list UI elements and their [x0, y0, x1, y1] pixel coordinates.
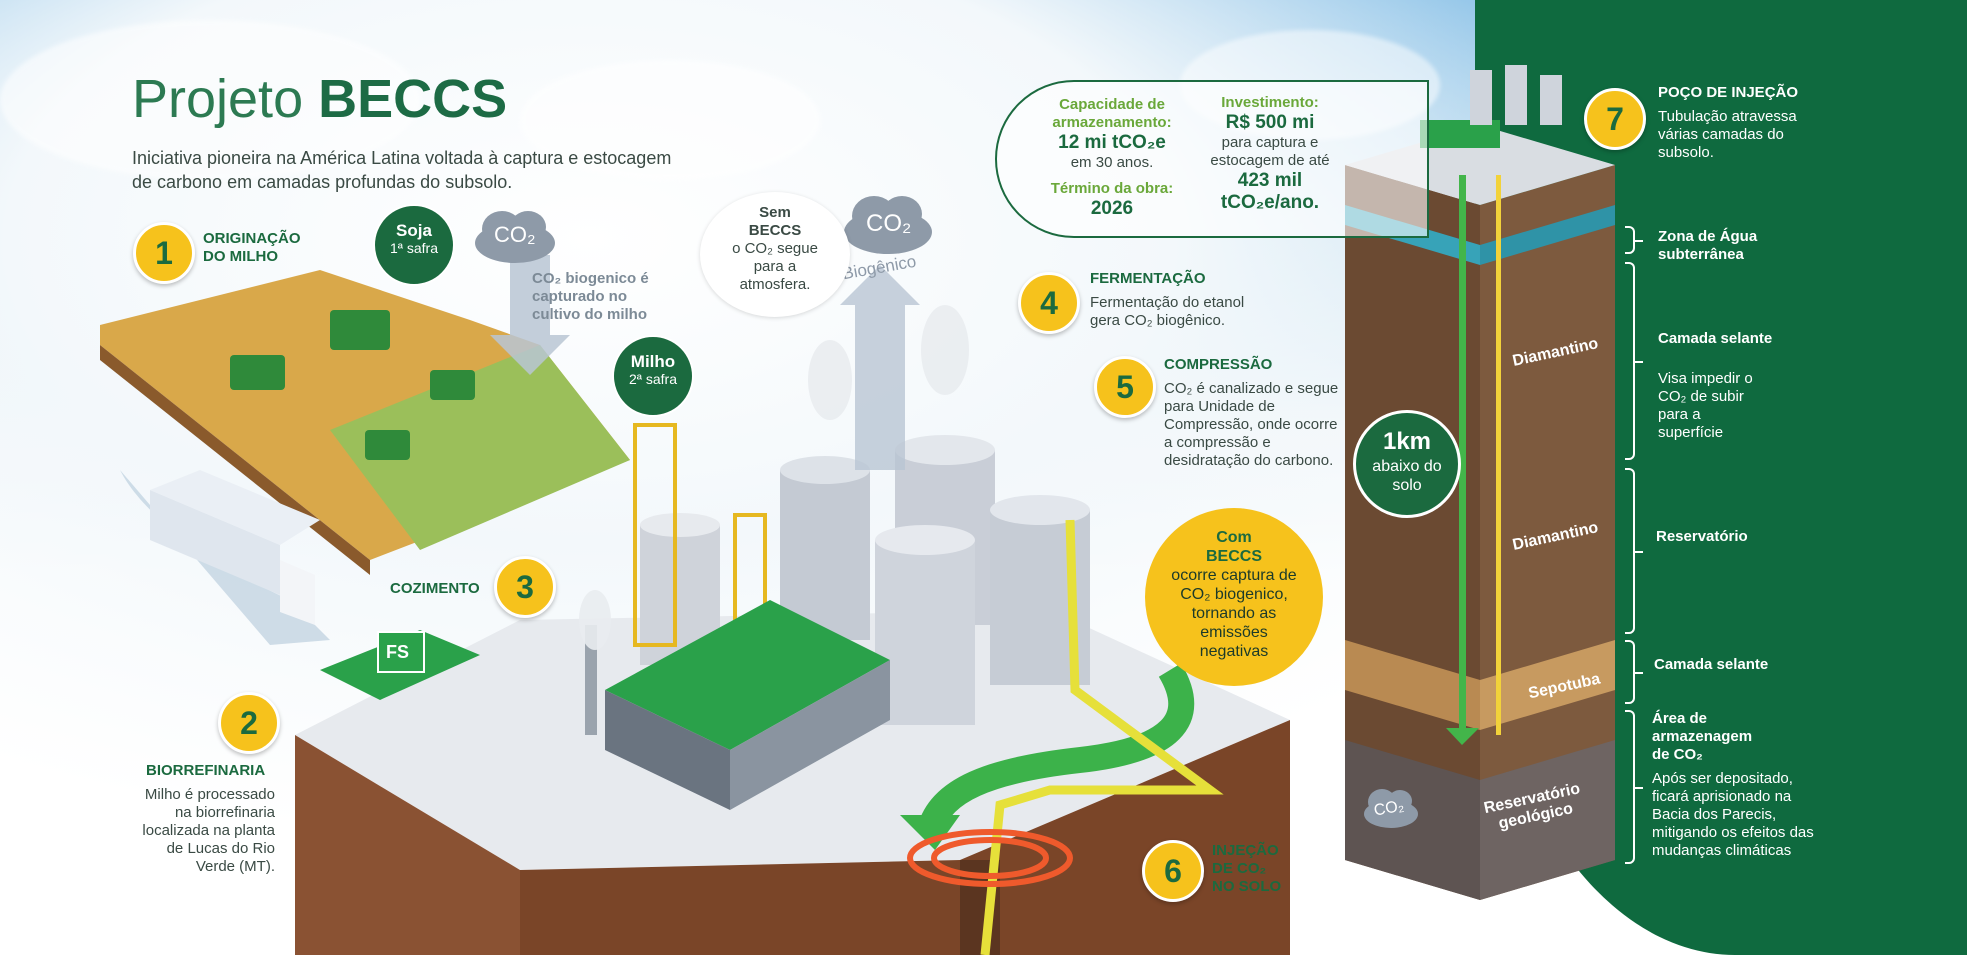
bracket-seal2	[1625, 640, 1643, 704]
plant-soil-left	[295, 735, 520, 955]
green-flow-arrow-head	[900, 815, 960, 850]
step-2-title: BIORREFINARIA	[146, 762, 266, 779]
cloud	[520, 60, 820, 180]
co2-upward-arrow	[840, 265, 920, 470]
label-water: Zona de Água subterrânea	[1658, 228, 1758, 263]
label-seal2: Camada selante	[1654, 656, 1769, 673]
monitoring-pipe	[1496, 175, 1501, 735]
investment-value2: 423 mil tCO₂e/ano.	[1220, 170, 1320, 213]
soja-bubble: Soja 1ª safra	[373, 204, 455, 286]
end-value: 2026	[1090, 198, 1134, 219]
water-layer-side	[1480, 205, 1615, 265]
capacity-label: Capacidade de armazenamento:	[1052, 96, 1172, 131]
biogenic-cloud-icon	[844, 196, 932, 254]
sem-beccs-bubble: Sem BECCS o CO₂ segue para a atmosfera.	[700, 192, 850, 317]
biogenic-cloud-label: CO₂	[866, 210, 912, 237]
investment-sub: para captura e estocagem de até	[1210, 134, 1330, 169]
co2-cloud-caption: CO₂ biogenico é capturado no cultivo do …	[532, 270, 649, 323]
depth-badge: 1km abaixo do solo	[1353, 410, 1461, 518]
step-4-title: FERMENTAÇÃO	[1090, 270, 1206, 287]
tractors	[230, 310, 475, 460]
reservoir-side	[1480, 740, 1615, 900]
label-seal-title: Camada selante	[1658, 330, 1773, 347]
capacity-value: 12 mi tCO₂e	[1058, 132, 1166, 153]
step-6-badge: 6	[1142, 840, 1204, 902]
step-1-badge: 1	[133, 222, 195, 284]
injection-rings	[907, 829, 1073, 887]
depth-text: abaixo do solo	[1372, 458, 1442, 494]
com-beccs-line3: ocorre captura de CO₂ biogenico, tornand…	[1171, 567, 1297, 660]
co2-cloud-label: CO₂	[494, 222, 536, 247]
step-7-title: POÇO DE INJEÇÃO	[1658, 84, 1799, 101]
end-label: Término da obra:	[1050, 180, 1174, 197]
well-surface-facility	[1420, 65, 1562, 148]
step-4-badge: 4	[1018, 272, 1080, 334]
page-subtitle: Iniciativa pioneira na América Latina vo…	[132, 148, 672, 192]
step-7-badge: 7	[1584, 88, 1646, 150]
planted-field	[330, 345, 630, 550]
step-1-title: ORIGINAÇÃO DO MILHO	[203, 230, 301, 265]
truck-road-arrow	[120, 470, 330, 645]
main-building-roof	[605, 600, 890, 750]
title-thin: Projeto	[132, 69, 304, 129]
step-2-badge: 2	[218, 692, 280, 754]
main-building-base	[605, 690, 730, 810]
step-3-badge: 3	[494, 556, 556, 618]
green-flow-arrow	[917, 663, 1195, 835]
smoke	[579, 305, 969, 650]
soja-safra: 1ª safra	[390, 240, 438, 256]
step-3-title: COZIMENTO	[390, 580, 480, 597]
co2-downward-arrow	[490, 255, 570, 375]
depth-value: 1km	[1382, 428, 1432, 455]
injection-pipe-arrow	[1446, 728, 1479, 745]
milho-bubble: Milho 2ª safra	[612, 335, 694, 417]
investment-block: Investimento: R$ 500 mi para captura e e…	[1195, 94, 1345, 214]
step-5-title: COMPRESSÃO	[1164, 356, 1273, 373]
step-4-text: Fermentação do etanol gera CO₂ biogênico…	[1090, 294, 1245, 329]
plant-soil-right	[520, 720, 1290, 955]
co2-cloud-icon	[475, 211, 555, 263]
label-seal-text: Visa impedir o CO₂ de subir para a super…	[1658, 370, 1753, 441]
step-2-text: Milho é processado na biorrefinaria loca…	[142, 786, 275, 875]
label-storage-title: Área de armazenagem de CO₂	[1652, 710, 1753, 763]
truck	[150, 470, 320, 625]
milho-safra: 2ª safra	[629, 371, 677, 387]
main-building-side	[730, 660, 890, 810]
sem-beccs-line3: o CO₂ segue para a atmosfera.	[732, 240, 818, 293]
injection-pipe	[1459, 175, 1466, 735]
com-beccs-line1: Com	[1216, 529, 1252, 546]
step-5-text: CO₂ é canalizado e segue para Unidade de…	[1164, 380, 1339, 469]
page-title: Projeto BECCS	[132, 68, 507, 130]
label-storage-text: Após ser depositado, ficará aprisionado …	[1652, 770, 1814, 859]
bracket-water	[1625, 226, 1643, 254]
sem-beccs-line2: BECCS	[748, 222, 802, 239]
milho-name: Milho	[630, 352, 676, 371]
title-bold: BECCS	[318, 69, 508, 129]
bracket-storage	[1625, 710, 1643, 864]
bracket-reservoir	[1625, 468, 1643, 634]
com-beccs-line2: BECCS	[1205, 548, 1262, 565]
step-5-badge: 5	[1094, 356, 1156, 418]
capacity-sub: em 30 anos.	[1070, 154, 1154, 171]
soja-name: Soja	[396, 221, 432, 240]
chimney	[585, 625, 597, 735]
capacity-block: Capacidade de armazenamento: 12 mi tCO₂e…	[1037, 96, 1187, 220]
well-co2-cloud-icon	[1364, 789, 1418, 828]
fs-logo-text: FS	[386, 642, 410, 662]
investment-label: Investimento:	[1221, 94, 1319, 111]
cloud	[0, 20, 420, 180]
sem-beccs-line1: Sem	[759, 204, 791, 221]
step-7-text: Tubulação atravessa várias camadas do su…	[1658, 108, 1797, 161]
investment-value: R$ 500 mi	[1225, 112, 1315, 133]
com-beccs-bubble: Com BECCS ocorre captura de CO₂ biogenic…	[1145, 508, 1323, 686]
logo-sign	[377, 631, 425, 673]
bracket-seal	[1625, 262, 1643, 460]
project-info-box: Capacidade de armazenamento: 12 mi tCO₂e…	[995, 80, 1429, 238]
label-reservoir: Reservatório	[1656, 528, 1748, 545]
step-6-title: INJEÇÃO DE CO₂ NO SOLO	[1212, 842, 1282, 895]
sandstone-front	[1345, 640, 1480, 730]
sandstone-side	[1480, 640, 1615, 730]
